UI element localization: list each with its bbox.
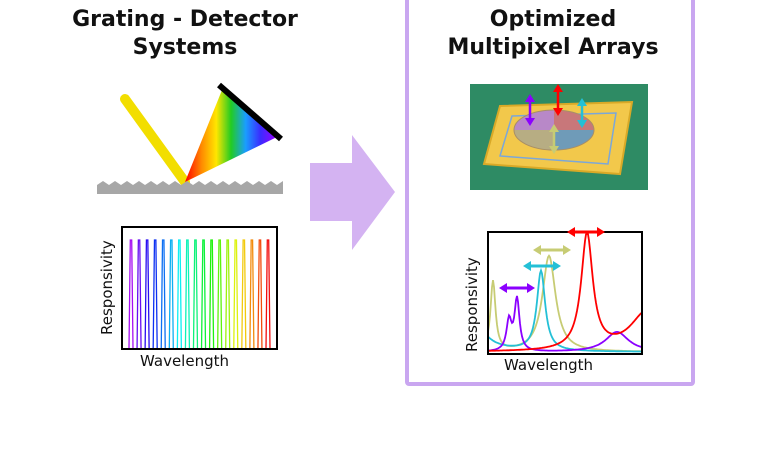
left-peak	[192, 239, 199, 349]
left-peak	[144, 239, 150, 349]
left-peak	[176, 239, 183, 349]
right-peak-curve	[488, 295, 642, 352]
left-plot-frame	[121, 226, 278, 350]
detector-bar	[217, 82, 283, 142]
grating-illustration	[97, 82, 283, 194]
left-peak	[184, 239, 191, 349]
pixel-arrows	[525, 84, 587, 154]
multipixel-device-illustration	[470, 84, 648, 190]
right-xaxis-label: Wavelength	[504, 356, 593, 374]
left-peak	[216, 239, 223, 349]
optimized-title-line1: Optimized	[489, 7, 617, 32]
right-plot-frame	[487, 231, 643, 355]
left-peak	[152, 239, 158, 349]
left-peak	[257, 239, 263, 349]
diffracted-spectrum	[185, 90, 277, 182]
right-peak-curve	[488, 233, 642, 352]
right-responsivity-plot	[487, 227, 643, 355]
left-peak	[136, 239, 142, 349]
grating-title-line1: Grating - Detector	[72, 7, 298, 32]
pixel-disk	[513, 109, 595, 151]
left-peak	[168, 239, 174, 349]
grating-grooves	[97, 181, 283, 185]
right-peak-curve	[488, 254, 642, 353]
grating-base	[97, 185, 283, 194]
left-peak	[249, 239, 255, 349]
left-peak	[225, 239, 231, 349]
transition-arrow	[310, 135, 395, 250]
left-yaxis-label: Responsivity	[98, 240, 116, 335]
right-yaxis-label: Responsivity	[463, 257, 481, 352]
left-peak	[208, 239, 215, 349]
left-peak	[160, 239, 166, 349]
left-peak	[128, 239, 134, 349]
optimized-title-line2: Multipixel Arrays	[447, 35, 659, 60]
left-peak	[241, 239, 247, 349]
left-peak	[233, 239, 239, 349]
grating-detector-title: Grating - Detector Systems	[40, 6, 330, 62]
left-peaks-group	[128, 239, 271, 349]
left-responsivity-plot	[121, 226, 278, 350]
tuning-arrows	[499, 227, 605, 293]
left-xaxis-label: Wavelength	[140, 352, 229, 370]
left-peak	[265, 239, 271, 349]
optimized-panel-frame	[405, 0, 695, 386]
grating-title-line2: Systems	[132, 35, 238, 60]
incident-beam	[120, 94, 190, 187]
optimized-arrays-title: Optimized Multipixel Arrays	[412, 6, 694, 62]
right-peaks-group	[488, 233, 642, 353]
left-peak	[200, 239, 207, 349]
right-peak-curve	[488, 267, 642, 353]
